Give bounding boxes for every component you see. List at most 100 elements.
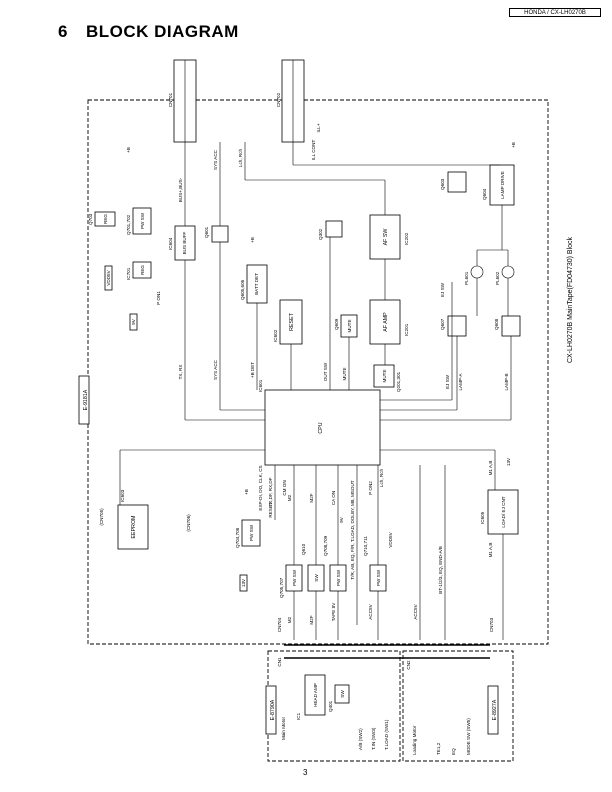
svg-text:PW SW: PW SW [249, 524, 254, 541]
svg-text:Q701,702: Q701,702 [126, 214, 131, 235]
q601-block: Q601 [204, 225, 229, 243]
svg-text:PW SW: PW SW [336, 569, 341, 586]
svg-text:HEAD AMP: HEAD AMP [313, 683, 318, 707]
cn706-label: (CN706) [186, 514, 191, 532]
sig-lch-rch-2: Lch, Rch [379, 468, 384, 487]
sig-acc5v: ACC5V [368, 603, 373, 619]
svg-text:REG: REG [103, 214, 108, 224]
ej-sw: EJ SW [440, 282, 453, 298]
sig-p-on2: P ON2 [368, 481, 373, 495]
svg-text:Q608: Q608 [494, 318, 499, 330]
svg-text:CPU: CPU [318, 422, 324, 433]
mute1-block: MUTE Q609 [334, 314, 358, 338]
cn704-label: CN704 [277, 617, 282, 632]
cn2-label: CN2 [406, 660, 411, 670]
pw-sw-acc-block: PW SW Q710,711 [363, 536, 387, 592]
svg-text:BUS BUFF: BUS BUFF [182, 231, 187, 254]
head-board-outline [267, 650, 401, 762]
svg-text:IC202: IC202 [404, 232, 409, 245]
sig-vdd5v: VDD5V [106, 269, 111, 285]
svg-text:EJ SW: EJ SW [440, 282, 445, 297]
side-title: CX-LH0270B MainTape(FD04730) Block [567, 236, 574, 363]
svg-text:IC601: IC601 [258, 379, 263, 392]
main-motor-label: Main Motor [281, 717, 286, 740]
sig-lamp-a: LAMP-A [458, 373, 463, 391]
svg-text:CN702: CN702 [276, 92, 281, 107]
board-mech-label: E-8927A [492, 699, 498, 720]
svg-text:PL601: PL601 [464, 271, 469, 285]
svg-text:Q401: Q401 [328, 700, 333, 712]
svg-text:LAMP DRIVE: LAMP DRIVE [500, 171, 505, 199]
mech-board-outline [402, 650, 514, 762]
lamp-drive-block: LAMP DRIVE Q604 [482, 164, 515, 206]
sig-lamp-b: LAMP-B [504, 373, 509, 390]
t-in-label: T.IN (SW3) [371, 727, 376, 750]
sig-13v-box: 13V [241, 578, 246, 587]
t-load-label: T.LOAD (SW1) [384, 719, 389, 750]
cn1-label: CN1 [277, 657, 282, 667]
svg-text:BATT DET: BATT DET [254, 273, 259, 295]
section-number: 6 [58, 22, 68, 41]
q302-block: Q302 [318, 220, 343, 240]
q608-block: Q608 [494, 315, 521, 337]
svg-text:Q603: Q603 [440, 178, 445, 190]
svg-text:IC605: IC605 [480, 511, 485, 524]
svg-text:IC201: IC201 [404, 323, 409, 336]
sig-sys-acc: SYS ACC [213, 149, 218, 170]
sig-acc5v-2: ACC5V [413, 603, 418, 619]
loading-motor-label: Loading Motor [412, 725, 417, 755]
load-ej-block: LOAD/ EJ CNT IC605 [480, 489, 519, 535]
svg-text:Q609: Q609 [334, 318, 339, 330]
te12-label: TE1,2 [436, 742, 441, 755]
sig-bus: BUS+,BUS- [178, 177, 183, 202]
sig-p-on1: P ON1 [156, 291, 161, 305]
pw-sw1-block: PW SW Q701,702 [126, 207, 152, 235]
sig-plus-b-r: +B [511, 142, 516, 148]
sig-m2f: M2F [309, 493, 314, 502]
sig-13v: 13V [506, 457, 511, 466]
sig-plus-b-2: +B [250, 237, 255, 243]
sig-cm-on: CM ON [282, 480, 287, 495]
sig-m2f-cn: M2F [309, 615, 314, 624]
cn705-label: (CN705) [99, 508, 104, 526]
svg-text:Q610: Q610 [301, 543, 306, 555]
svg-text:LOAD/ EJ CNT: LOAD/ EJ CNT [501, 496, 506, 527]
eeprom-block: EEPROM IC603 [117, 489, 149, 550]
svg-text:AF AMP: AF AMP [383, 312, 389, 332]
board-main-label: E-9181A [83, 389, 89, 410]
pw-sw-tape-block: PW SW Q708,709 [323, 535, 347, 592]
sig-ej-sw: EJ SW [445, 374, 450, 389]
svg-text:IC603: IC603 [120, 489, 125, 502]
reg1-block: REG Q703 [88, 211, 116, 227]
sig-t-ab: T/R, AB, EQ, F/R, T.LOAD, DOLBY, M8, MSO… [350, 480, 355, 579]
svg-text:Q607: Q607 [440, 318, 445, 330]
sig-9v: 9V [131, 318, 136, 325]
sig-vdd5v-2: VDD5V [388, 531, 393, 547]
af-amp-block: AF AMP IC201 [369, 299, 409, 345]
svg-text:Q302: Q302 [318, 228, 323, 240]
main-board-outline [87, 99, 549, 645]
sw-m2f-block: SW Q610 [301, 543, 325, 592]
svg-text:Q201,301: Q201,301 [396, 371, 401, 392]
sig-tx-df: TX,DF, RX,DF [268, 477, 273, 506]
svg-text:Q601: Q601 [204, 226, 209, 238]
svg-text:SW: SW [340, 690, 345, 698]
cn703-label: CN703 [489, 617, 494, 632]
svg-text:IC1: IC1 [296, 712, 301, 720]
svg-text:Q704,708: Q704,708 [235, 527, 240, 548]
bus-buff-block: BUS BUFF IC604 [168, 225, 196, 261]
head-amp-block: HEAD AMP IC1 [296, 674, 326, 720]
pl601-lamp: PL601 [464, 265, 484, 285]
svg-text:PL602: PL602 [495, 271, 500, 285]
svg-text:Q710,711: Q710,711 [363, 536, 368, 556]
sig-tape8v: TAPE 8V [331, 602, 336, 621]
mode-sw-label: MODE SW (SW5) [466, 718, 471, 755]
batt-det-block: BATT DET Q605,606 [240, 264, 268, 304]
sig-mute: MUTE [342, 367, 347, 380]
sig-ill-plus: ILL+ [316, 123, 321, 132]
svg-text:CN701: CN701 [168, 92, 173, 107]
svg-text:AF SW: AF SW [383, 229, 389, 246]
sw-q401-block: SW Q401 [328, 684, 350, 712]
svg-text:Q708,709: Q708,709 [323, 535, 328, 556]
sig-m1-ab-2: M1 A,B [488, 543, 493, 558]
